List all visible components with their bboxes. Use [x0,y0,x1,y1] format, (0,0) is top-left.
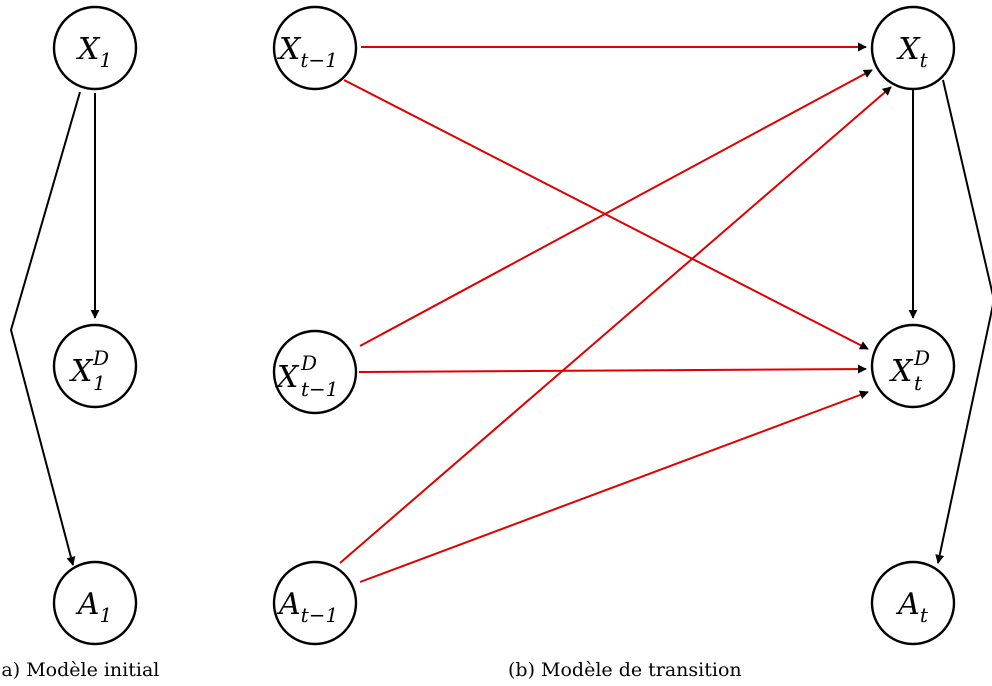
edge-x1-a1 [9,91,81,566]
transition-model-edges [339,42,992,583]
node-x1: X1 [52,5,138,91]
edge-xtm1d-xt [359,69,873,347]
node-xt: Xt [870,5,956,91]
edge-xtm1d-xtd [358,364,867,374]
node-xtm1d: X D t−1 [272,329,358,415]
svg-text:1: 1 [93,371,106,395]
svg-text:X: X [69,354,94,389]
svg-text:A1: A1 [75,587,112,627]
svg-text:D: D [913,346,930,370]
svg-text:At−1: At−1 [276,587,338,627]
svg-text:X: X [889,354,914,389]
svg-text:Xt−1: Xt−1 [277,32,338,72]
node-atm1: At−1 [272,560,358,646]
edge-atm1-xtd [359,390,869,583]
node-at: At [870,560,956,646]
node-xtm1: Xt−1 [272,5,358,91]
initial-model-edges [9,91,100,566]
svg-text:X1: X1 [76,32,112,72]
svg-text:D: D [92,346,109,370]
node-xtd: X D t [870,323,956,409]
edge-xt-at [935,79,992,564]
caption-initial-model: (a) Modèle initial [0,659,159,681]
caption-transition-model: (b) Modèle de transition [508,659,742,681]
svg-text:X: X [275,360,300,395]
svg-text:D: D [300,351,317,375]
svg-text:At: At [895,587,929,627]
svg-text:t−1: t−1 [301,377,339,401]
edge-atm1-xt [339,86,892,564]
svg-text:Xt: Xt [896,32,928,72]
node-x1d: X D 1 [52,323,138,409]
svg-text:t: t [914,371,923,395]
node-a1: A1 [52,560,138,646]
